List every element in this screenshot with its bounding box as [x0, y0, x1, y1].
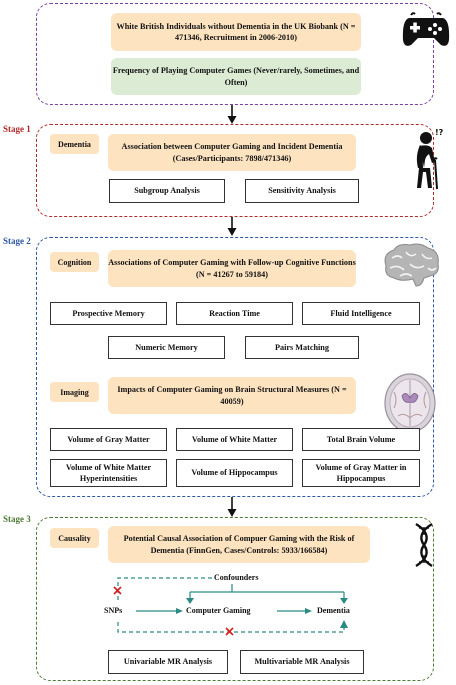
univariable-mr-box: Univariable MR Analysis [108, 650, 228, 674]
computer-gaming-node: Computer Gaming [186, 606, 251, 615]
multivariable-mr-box: Multivariable MR Analysis [240, 650, 364, 674]
confounders-node: Confounders [214, 573, 258, 582]
snps-node: SNPs [104, 606, 122, 615]
dementia-node: Dementia [317, 606, 350, 615]
